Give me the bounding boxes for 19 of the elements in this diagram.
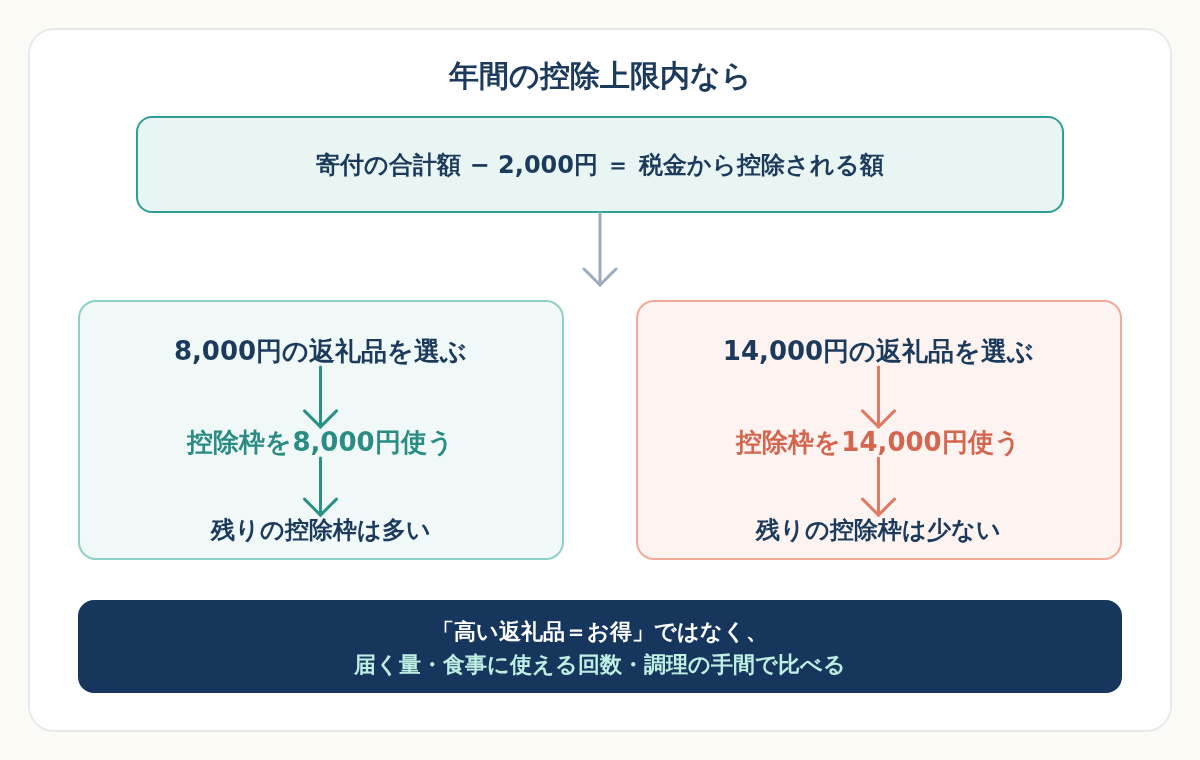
- heading: 年間の控除上限内なら: [448, 58, 752, 94]
- option-panel: [78, 300, 564, 560]
- choice-text: 8,000円の返礼品を選ぶ: [173, 335, 468, 368]
- arrow: [861, 365, 896, 429]
- arrow: [861, 456, 896, 517]
- option-panel: [636, 300, 1122, 560]
- choice-text: 14,000円の返礼品を選ぶ: [722, 335, 1035, 368]
- step-text: 控除枠を8,000円使う: [187, 426, 454, 459]
- step-text: 控除枠を14,000円使う: [736, 426, 1021, 459]
- summary-banner: [78, 600, 1122, 693]
- formula-box: 寄付の合計額 − 2,000円 ＝ 税金から控除される額: [136, 116, 1064, 213]
- arrow: [582, 211, 618, 287]
- arrow: [303, 365, 338, 429]
- card-panel: [28, 28, 1172, 732]
- arrow: [303, 456, 338, 517]
- result-text: 残りの控除枠は少ない: [756, 515, 1001, 544]
- banner-text: 届く量・食事に使える回数・調理の手間で比べる: [354, 651, 846, 679]
- banner-text: 「高い返礼品＝お得」ではなく、: [432, 618, 768, 646]
- result-text: 残りの控除枠は多い: [210, 515, 431, 544]
